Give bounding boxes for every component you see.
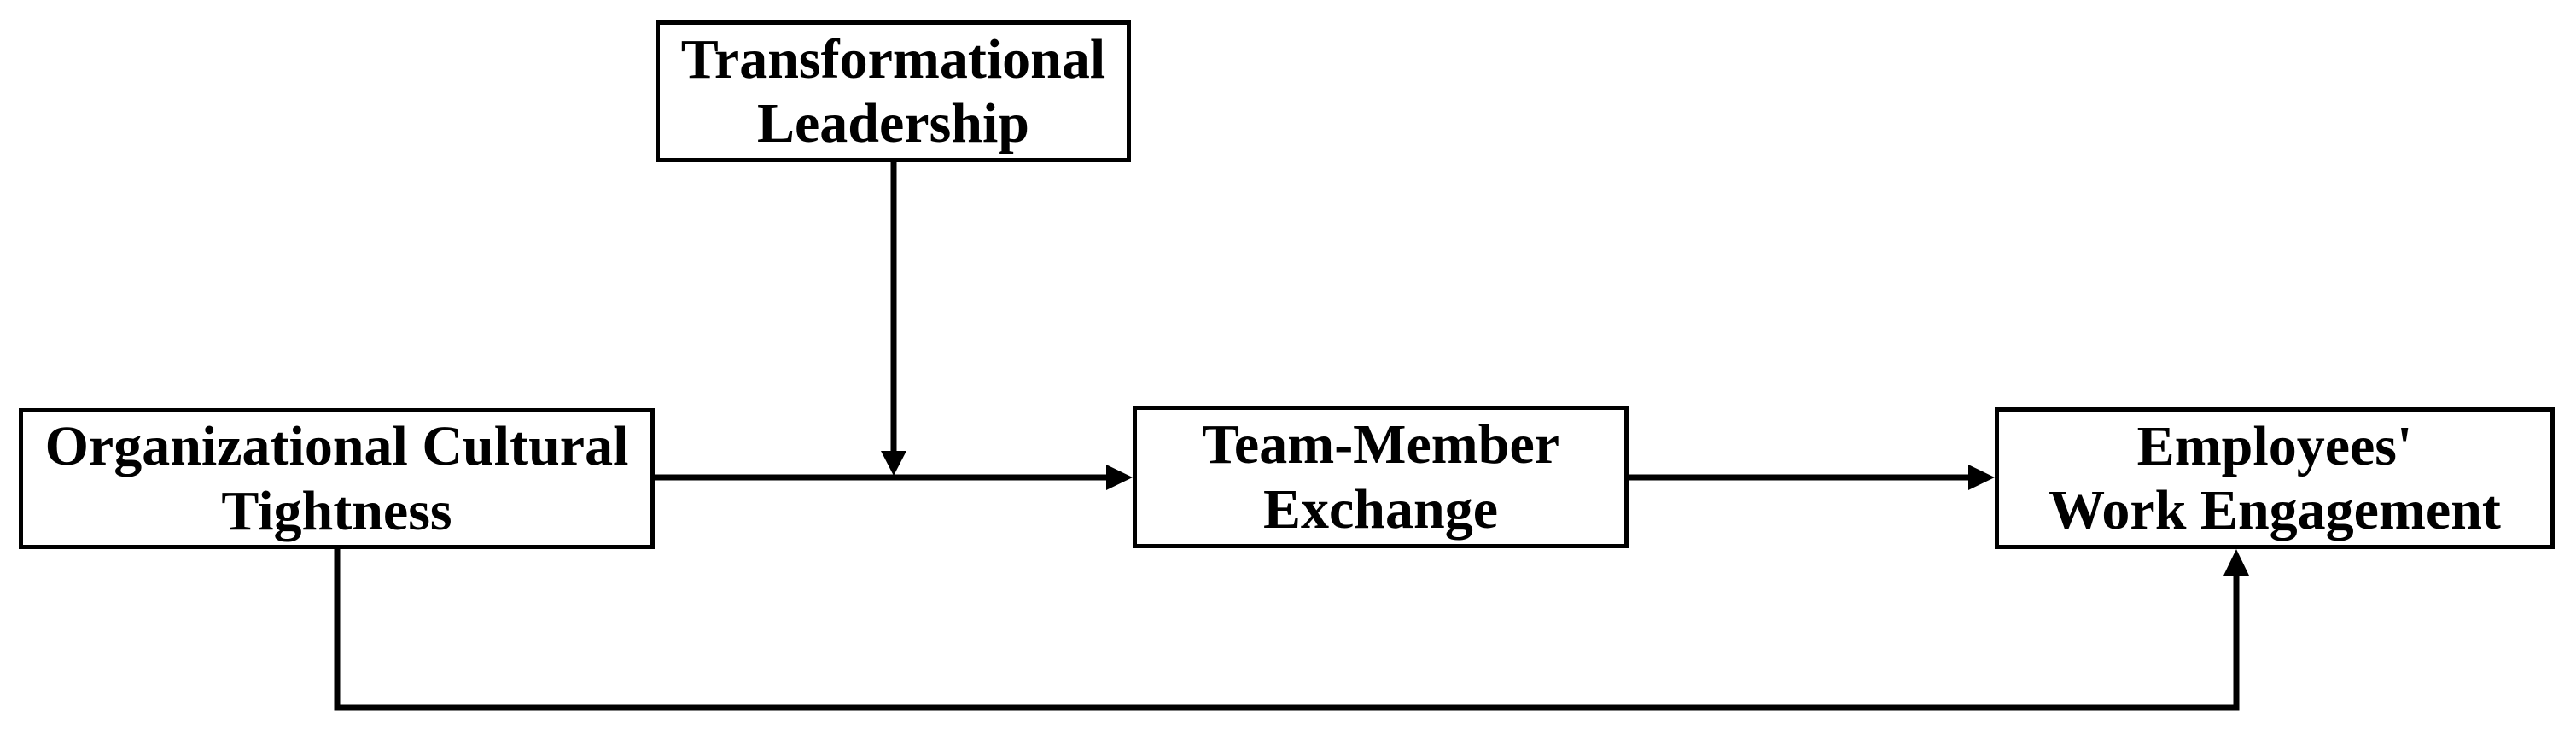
box-transformational-leadership: Transformational Leadership bbox=[656, 20, 1131, 162]
box-label-line: Tightness bbox=[221, 479, 452, 542]
box-team-member-exchange: Team-Member Exchange bbox=[1133, 406, 1629, 548]
box-label-line: Employees' bbox=[2136, 414, 2413, 477]
box-label-line: Work Engagement bbox=[2049, 479, 2501, 541]
arrow-oct-direct-to-ewe bbox=[334, 549, 2249, 711]
arrow-tl-moderation bbox=[881, 162, 906, 476]
box-label-line: Organizational Cultural bbox=[44, 415, 629, 478]
box-employees-work-engagement: Employees' Work Engagement bbox=[1995, 407, 2555, 549]
box-organizational-cultural-tightness: Organizational Cultural Tightness bbox=[19, 408, 655, 549]
box-label-line: Exchange bbox=[1262, 477, 1499, 541]
box-label-line: Transformational bbox=[680, 27, 1106, 91]
box-label-line: Team-Member bbox=[1201, 413, 1560, 477]
arrow-oct-to-tmx bbox=[655, 465, 1133, 490]
arrow-tmx-to-ewe bbox=[1629, 465, 1995, 490]
box-label-line: Leadership bbox=[756, 92, 1030, 155]
